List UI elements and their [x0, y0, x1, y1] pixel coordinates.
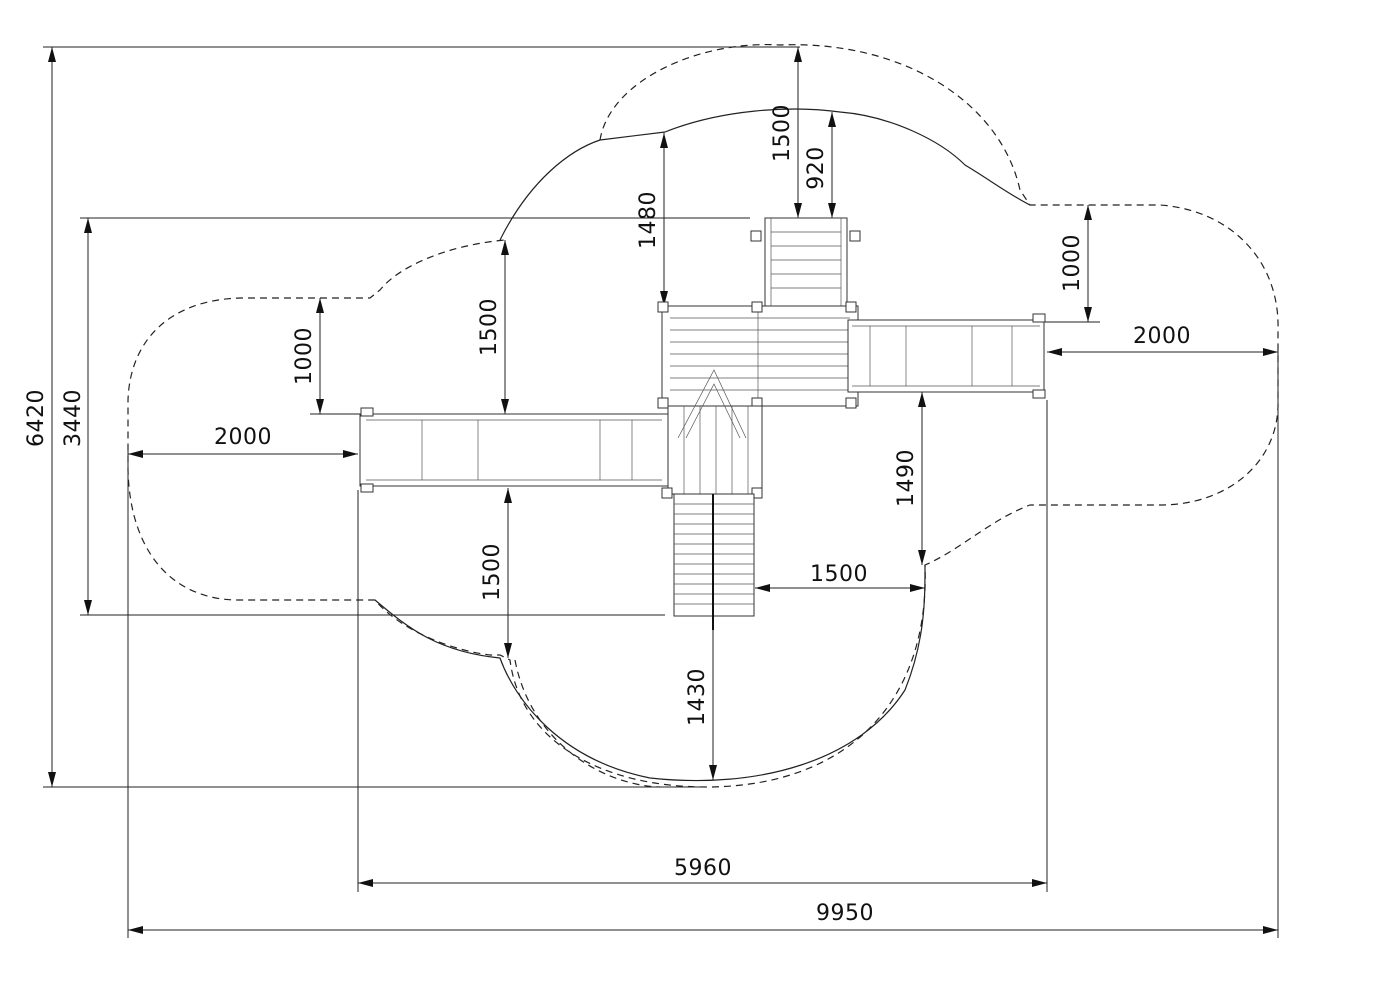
dimension-lines — [48, 47, 1278, 934]
right-side-clearance-label: 1000 — [1060, 234, 1085, 292]
overall-height-label: 6420 — [24, 389, 49, 447]
play-structure — [359, 217, 1046, 630]
bottom-clearance-label: 1430 — [685, 668, 710, 726]
right-lower-clearance-label: 1490 — [894, 449, 919, 507]
inner-clearance-zone — [499, 108, 1031, 241]
left-upper-clearance-label: 1500 — [477, 298, 502, 356]
lower-platform — [661, 369, 763, 499]
dimension-labels: 9950 5960 2000 2000 1500 6420 3440 1500 … — [24, 104, 1191, 926]
ladder-side-clearance-label: 1500 — [810, 562, 868, 587]
structure-height-label: 3440 — [61, 389, 86, 447]
top-slide-clearance-label: 920 — [804, 146, 829, 190]
top-slide — [750, 217, 861, 311]
ladder — [673, 493, 755, 630]
top-left-clearance-label: 1480 — [636, 191, 661, 249]
right-slide-length-label: 2000 — [1133, 324, 1191, 349]
right-slide — [847, 313, 1046, 399]
left-lower-clearance-label: 1500 — [480, 543, 505, 601]
structure-width-label: 5960 — [674, 856, 732, 881]
extension-lines — [43, 46, 1279, 938]
lower-dashed-arc — [514, 659, 661, 788]
upper-platform — [657, 301, 859, 409]
left-side-clearance-label: 1000 — [292, 327, 317, 385]
overall-width-label: 9950 — [816, 901, 874, 926]
left-slide-length-label: 2000 — [214, 425, 272, 450]
left-slide — [359, 407, 669, 493]
inner-clearance-zone-bottom — [374, 564, 926, 782]
top-clearance-outer-label: 1500 — [770, 104, 795, 162]
